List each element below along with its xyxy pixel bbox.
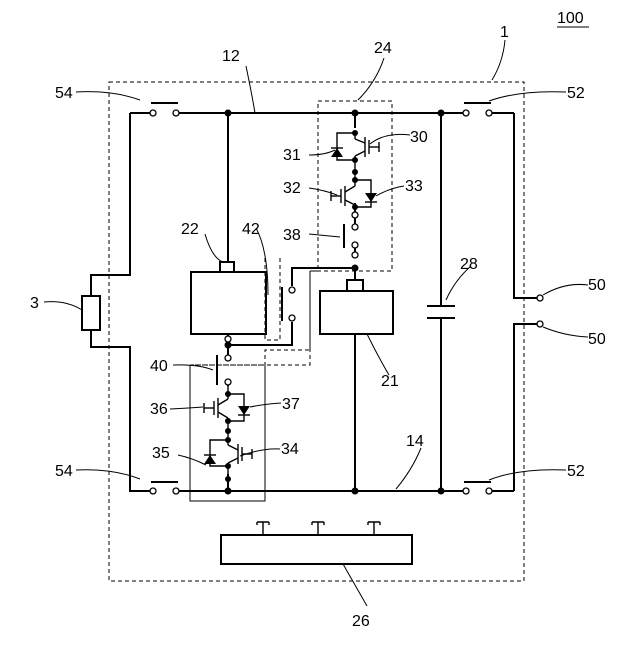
- lower-module-box: [191, 262, 266, 334]
- relay-40: [217, 355, 231, 385]
- label-diode31: 31: [283, 147, 301, 164]
- label-relay52-bottom: 52: [567, 463, 585, 480]
- label-negative-line: 14: [406, 433, 424, 450]
- monitor-unit-box: [320, 280, 393, 334]
- label-relay54-bottom: 54: [55, 463, 73, 480]
- label-upper-module: 24: [374, 40, 392, 57]
- label-battery: 3: [30, 295, 39, 312]
- relay-52-top: [463, 103, 492, 116]
- capacitor-symbol: [427, 306, 455, 318]
- label-relay40: 40: [150, 358, 168, 375]
- node-terminal-lower: [225, 336, 231, 342]
- label-output-top: 50: [588, 277, 606, 294]
- relay-54-bottom: [150, 482, 179, 494]
- upper-stack-dots: [352, 130, 358, 218]
- label-diode33: 33: [405, 178, 423, 195]
- battery-symbol: [82, 296, 100, 330]
- label-sw30: 30: [410, 129, 428, 146]
- figure-number: 100: [557, 10, 589, 27]
- label-device: 1: [500, 24, 509, 41]
- output-terminal-top: [537, 295, 543, 301]
- label-sw32: 32: [283, 180, 301, 197]
- label-diode37: 37: [282, 396, 300, 413]
- label-diode35: 35: [152, 445, 170, 462]
- label-relay54-top: 54: [55, 85, 73, 102]
- label-monitor-unit: 21: [381, 373, 399, 390]
- leader-lines: [44, 40, 588, 606]
- controller-box: [221, 522, 412, 564]
- label-capacitor: 28: [460, 256, 478, 273]
- label-relay38: 38: [283, 227, 301, 244]
- wiring: [91, 113, 537, 491]
- label-relay52-top: 52: [567, 85, 585, 102]
- label-positive-line: 12: [222, 48, 240, 65]
- label-relay42: 42: [242, 221, 260, 238]
- device-outline: [109, 82, 524, 581]
- label-sw36: 36: [150, 401, 168, 418]
- label-lower-module: 22: [181, 221, 199, 238]
- relay-54-top: [150, 103, 179, 116]
- label-output-bottom: 50: [588, 331, 606, 348]
- svg-text:100: 100: [557, 10, 584, 27]
- node-terminal: [352, 252, 358, 258]
- switch-30-31: [331, 133, 379, 172]
- label-sw34: 34: [281, 441, 299, 458]
- label-controller: 26: [352, 613, 370, 630]
- relay-38: [344, 224, 358, 248]
- output-terminal-bottom: [537, 321, 543, 327]
- relay-42: [282, 287, 295, 321]
- relay-52-bottom: [463, 482, 492, 494]
